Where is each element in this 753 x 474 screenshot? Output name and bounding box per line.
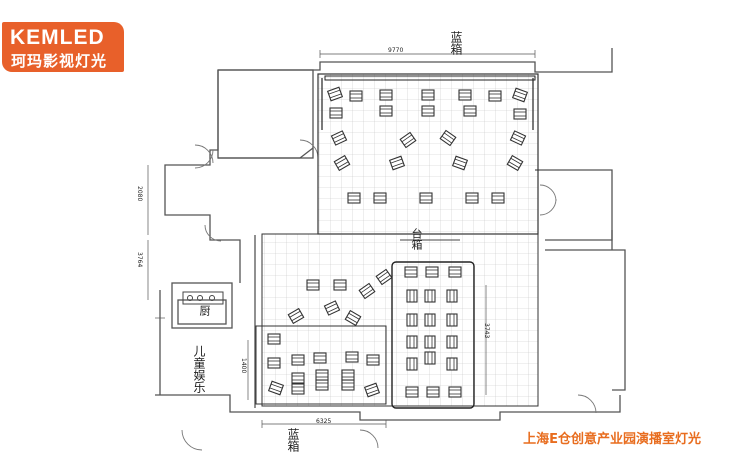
stove xyxy=(182,291,224,305)
logo-brand-text: KEMLED xyxy=(10,26,105,49)
label-top-box: 蓝箱 xyxy=(449,31,463,55)
caption: 上海E仓创意产业园演播室灯光 xyxy=(523,432,701,447)
logo-sub-text: 珂玛影视灯光 xyxy=(11,52,108,70)
dim-left-3: 1400 xyxy=(240,358,247,374)
dim-top-width: 9770 xyxy=(388,47,404,54)
label-bottom-box: 蓝箱 xyxy=(286,428,300,452)
label-stage: 台箱 xyxy=(410,228,423,250)
label-kitchen: 厨 xyxy=(198,305,211,316)
label-kids: 儿童娱乐 xyxy=(192,345,206,393)
dimension-lines xyxy=(147,50,536,428)
dim-bottom-width: 6325 xyxy=(316,418,332,425)
dim-inner: 3743 xyxy=(483,323,490,339)
dim-left-2: 3764 xyxy=(136,252,143,268)
outer-walls xyxy=(155,48,626,421)
dim-left-1: 2080 xyxy=(136,186,143,202)
brand-logo: KEMLED 珂玛影视灯光 xyxy=(2,22,124,72)
door-arcs xyxy=(181,139,597,451)
